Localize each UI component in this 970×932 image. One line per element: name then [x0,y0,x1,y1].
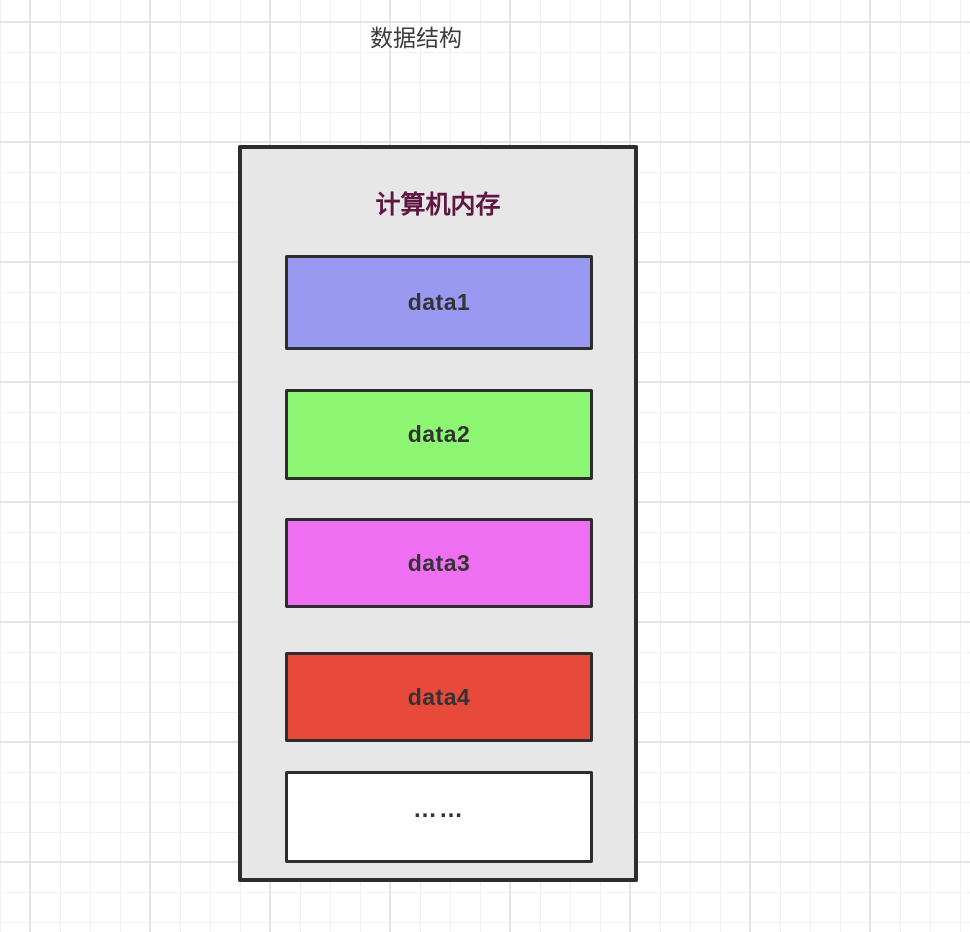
memory-cell-label: data1 [407,289,471,315]
memory-cell-data3: data3 [285,518,593,608]
memory-cell-label: data4 [407,683,471,710]
memory-cell-label: data3 [407,549,471,576]
memory-container: 计算机内存 data1 data2 data3 data4 …… [238,145,638,882]
memory-cell-data4: data4 [285,652,593,742]
memory-cell-data2: data2 [285,389,593,480]
page-title: 数据结构 [370,25,462,51]
memory-title: 计算机内存 [375,191,501,219]
memory-cell-label: …… [413,796,465,823]
memory-cell-data1: data1 [285,255,593,350]
memory-cell-ellipsis: …… [285,771,593,863]
memory-cell-label: data2 [407,421,471,447]
